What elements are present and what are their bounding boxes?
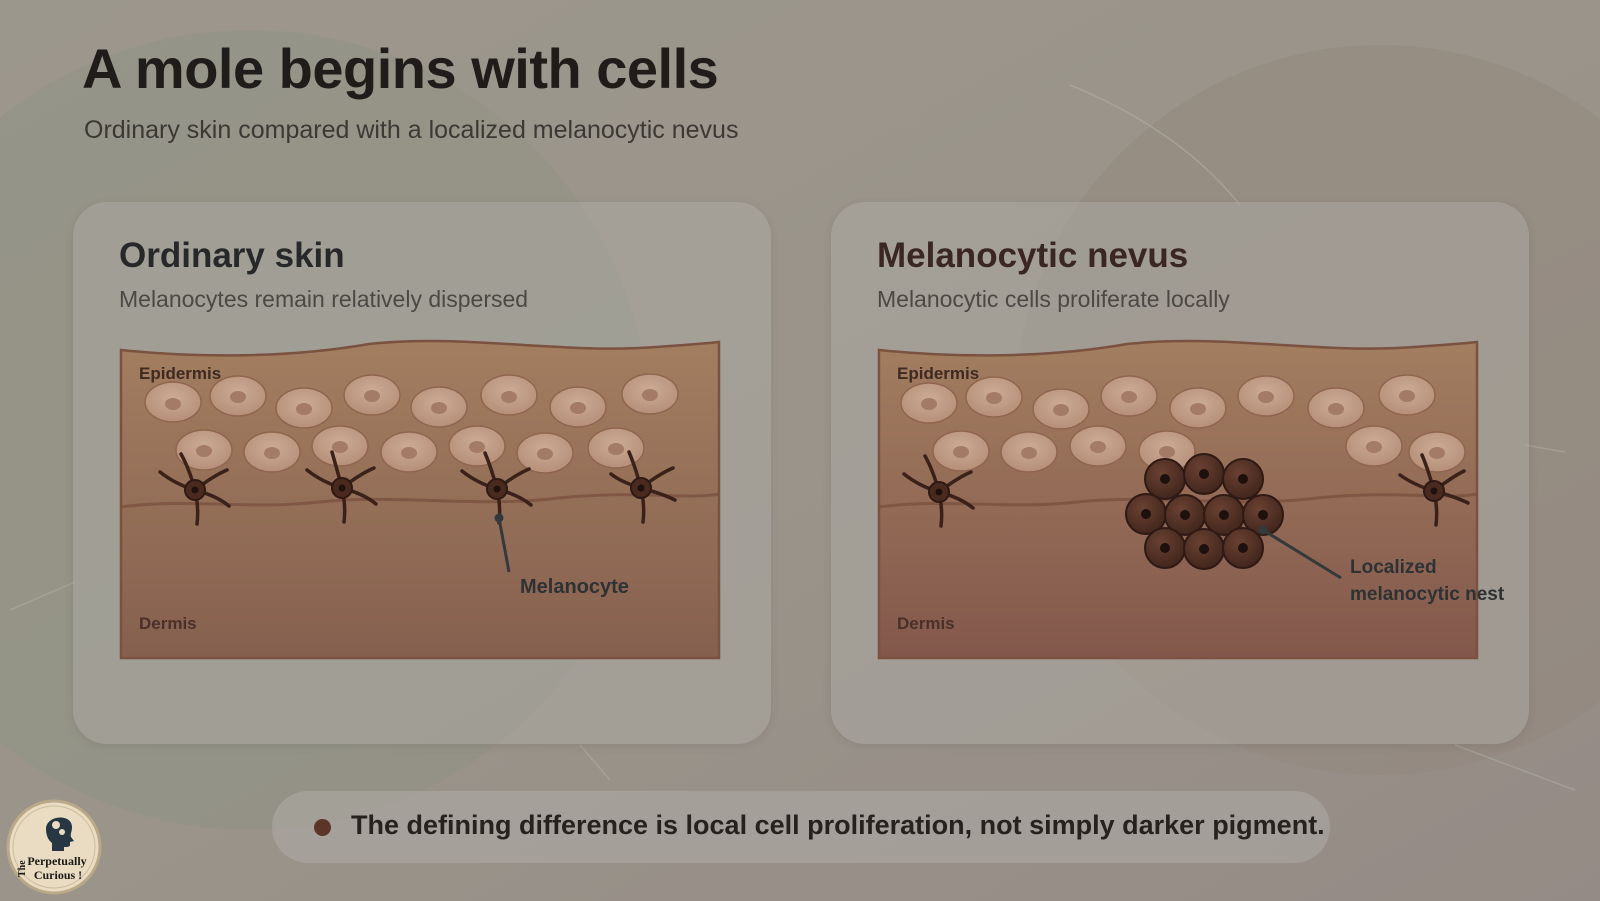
melanocyte-label: Melanocyte (520, 576, 629, 598)
logo-text-line2: Curious ! (34, 868, 82, 882)
melanocyte-cell (609, 450, 677, 524)
page-subtitle: Ordinary skin compared with a localized … (84, 116, 739, 144)
panel-title-nevus: Melanocytic nevus (877, 236, 1189, 275)
dermis-label: Dermis (139, 614, 197, 633)
head-gears-icon (46, 817, 74, 851)
key-takeaway-banner: The defining difference is local cell pr… (272, 791, 1330, 863)
keratinocyte-nuclei (921, 390, 1445, 459)
nevus-skin-diagram: Localized melanocytic nest Epidermis Der… (877, 339, 1505, 660)
melanocyte-cell (460, 451, 533, 525)
panel-subtitle-nevus: Melanocytic cells proliferate locally (877, 286, 1230, 312)
melanocytic-nevus-panel: Melanocytic nevus Melanocytic cells prol… (831, 202, 1529, 744)
melanocytes (902, 453, 1470, 528)
key-takeaway-text: The defining difference is local cell pr… (351, 810, 1325, 840)
epidermis-label: Epidermis (139, 364, 221, 383)
melanocytes (158, 450, 677, 526)
dermis-label: Dermis (897, 614, 955, 633)
ordinary-skin-diagram: Melanocyte Epidermis Dermis (119, 339, 721, 660)
perpetually-curious-logo: Perpetually Curious ! The (6, 799, 102, 895)
logo-text-line1: Perpetually (27, 854, 86, 868)
panel-title-ordinary: Ordinary skin (119, 236, 345, 275)
keratinocyte-nuclei (165, 389, 658, 460)
ordinary-skin-panel: Ordinary skin Melanocytes remain relativ… (73, 202, 771, 744)
melanocyte-cell (902, 454, 975, 528)
melanocyte-cell (158, 452, 231, 526)
melanocyte-cell (305, 450, 378, 524)
panel-subtitle-ordinary: Melanocytes remain relatively dispersed (119, 286, 529, 312)
nest-label-line2: melanocytic nest (1350, 584, 1505, 605)
nest-callout-line (1258, 525, 1342, 580)
melanocyte-callout-line (494, 513, 511, 573)
bullet-icon (314, 819, 331, 836)
melanocytic-nest (1125, 453, 1284, 570)
epidermis-label: Epidermis (897, 364, 979, 383)
melanocyte-cell (1398, 453, 1470, 527)
logo-text-side: The (17, 860, 28, 877)
page-title: A mole begins with cells (82, 37, 719, 100)
nest-label-line1: Localized (1350, 557, 1437, 578)
